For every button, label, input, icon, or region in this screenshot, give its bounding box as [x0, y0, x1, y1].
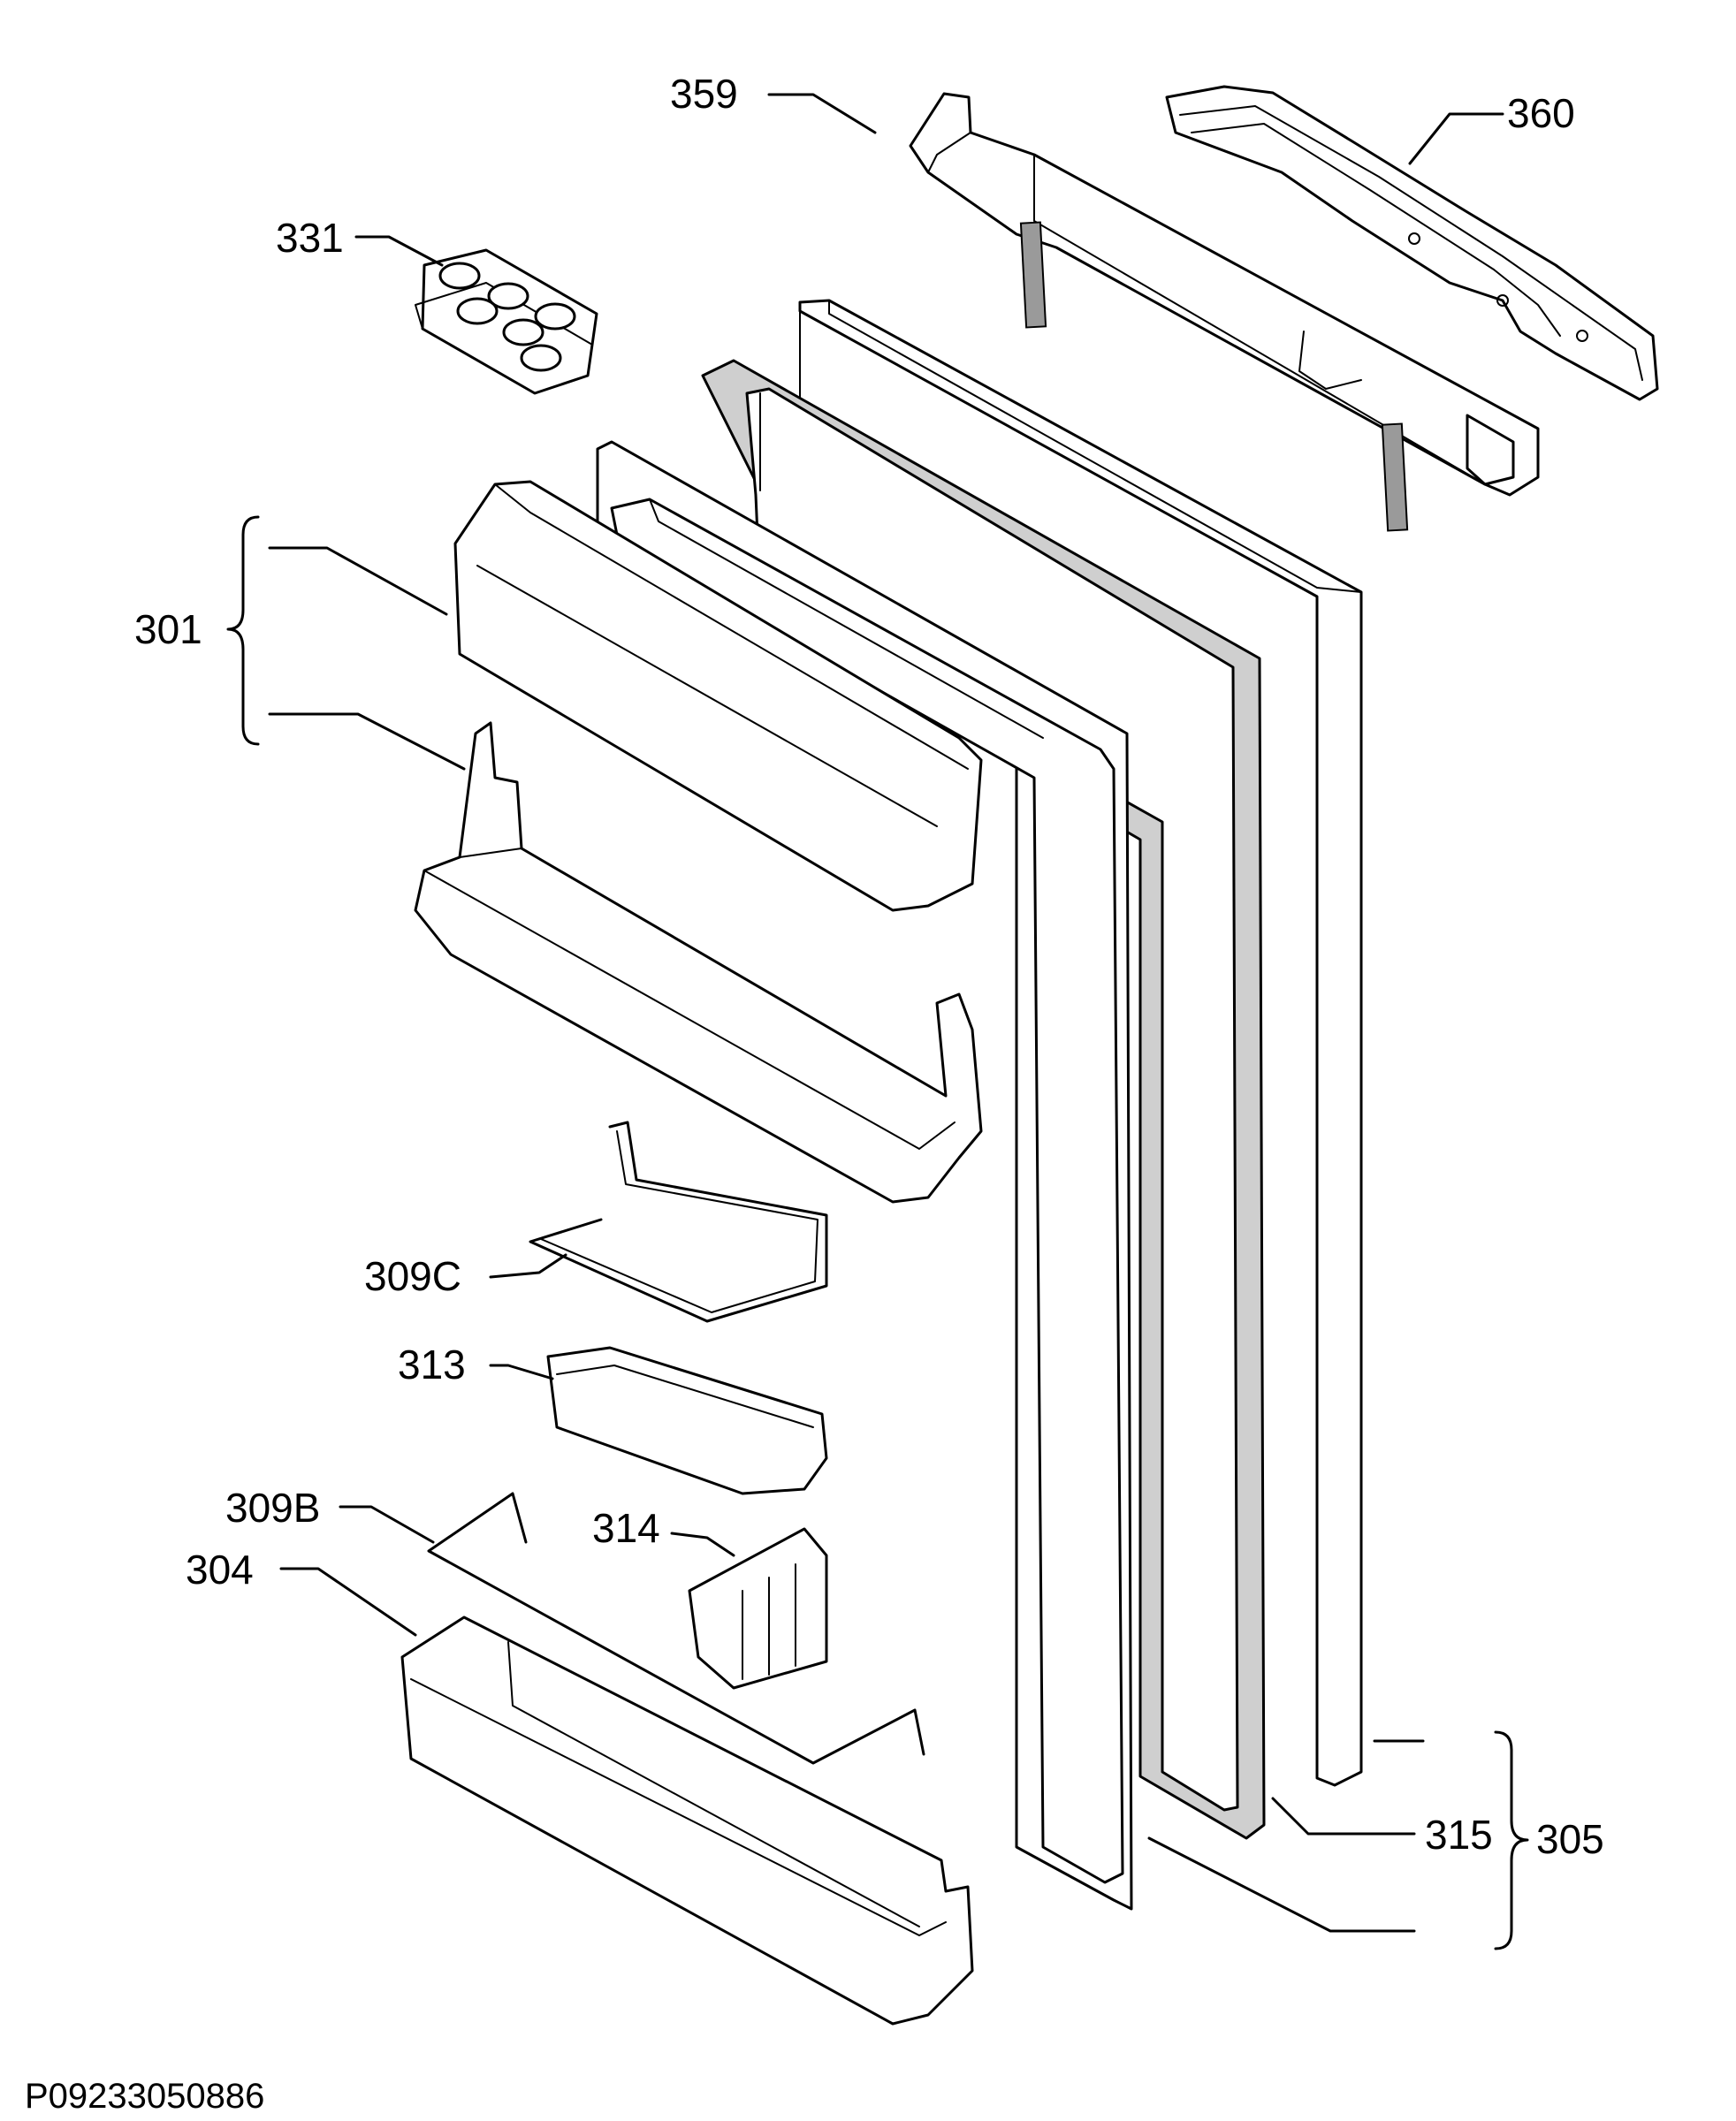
callout-305: 305	[1536, 1816, 1604, 1862]
part-304-bottle-shelf	[400, 1615, 974, 2026]
callout-309c: 309C	[364, 1253, 461, 1299]
leader-lines	[268, 93, 1504, 1933]
callout-304: 304	[186, 1547, 254, 1593]
brace-301	[226, 515, 260, 746]
part-301-door-shelf	[414, 721, 983, 1204]
callout-315: 315	[1425, 1812, 1493, 1858]
part-313-small-compartment	[546, 1346, 828, 1495]
callout-360: 360	[1507, 90, 1575, 136]
callout-309b: 309B	[225, 1485, 320, 1531]
part-309b-shelf-guard	[427, 1492, 925, 1765]
part-314-bottle-holder	[688, 1527, 828, 1690]
brace-305	[1494, 1730, 1529, 1950]
part-309c-shelf-guard	[529, 1121, 828, 1323]
callout-331: 331	[276, 215, 344, 261]
part-331-egg-tray	[415, 248, 598, 395]
part-359-hinge-cover	[909, 92, 1540, 532]
part-360-hinge-bracket	[1165, 85, 1659, 401]
drawing-code: P09233050886	[25, 2077, 264, 2116]
callout-314: 314	[592, 1505, 660, 1551]
part-301-dairy-lid	[453, 480, 983, 912]
callout-359: 359	[670, 71, 738, 117]
callout-301: 301	[134, 606, 202, 652]
callout-313: 313	[398, 1342, 466, 1387]
